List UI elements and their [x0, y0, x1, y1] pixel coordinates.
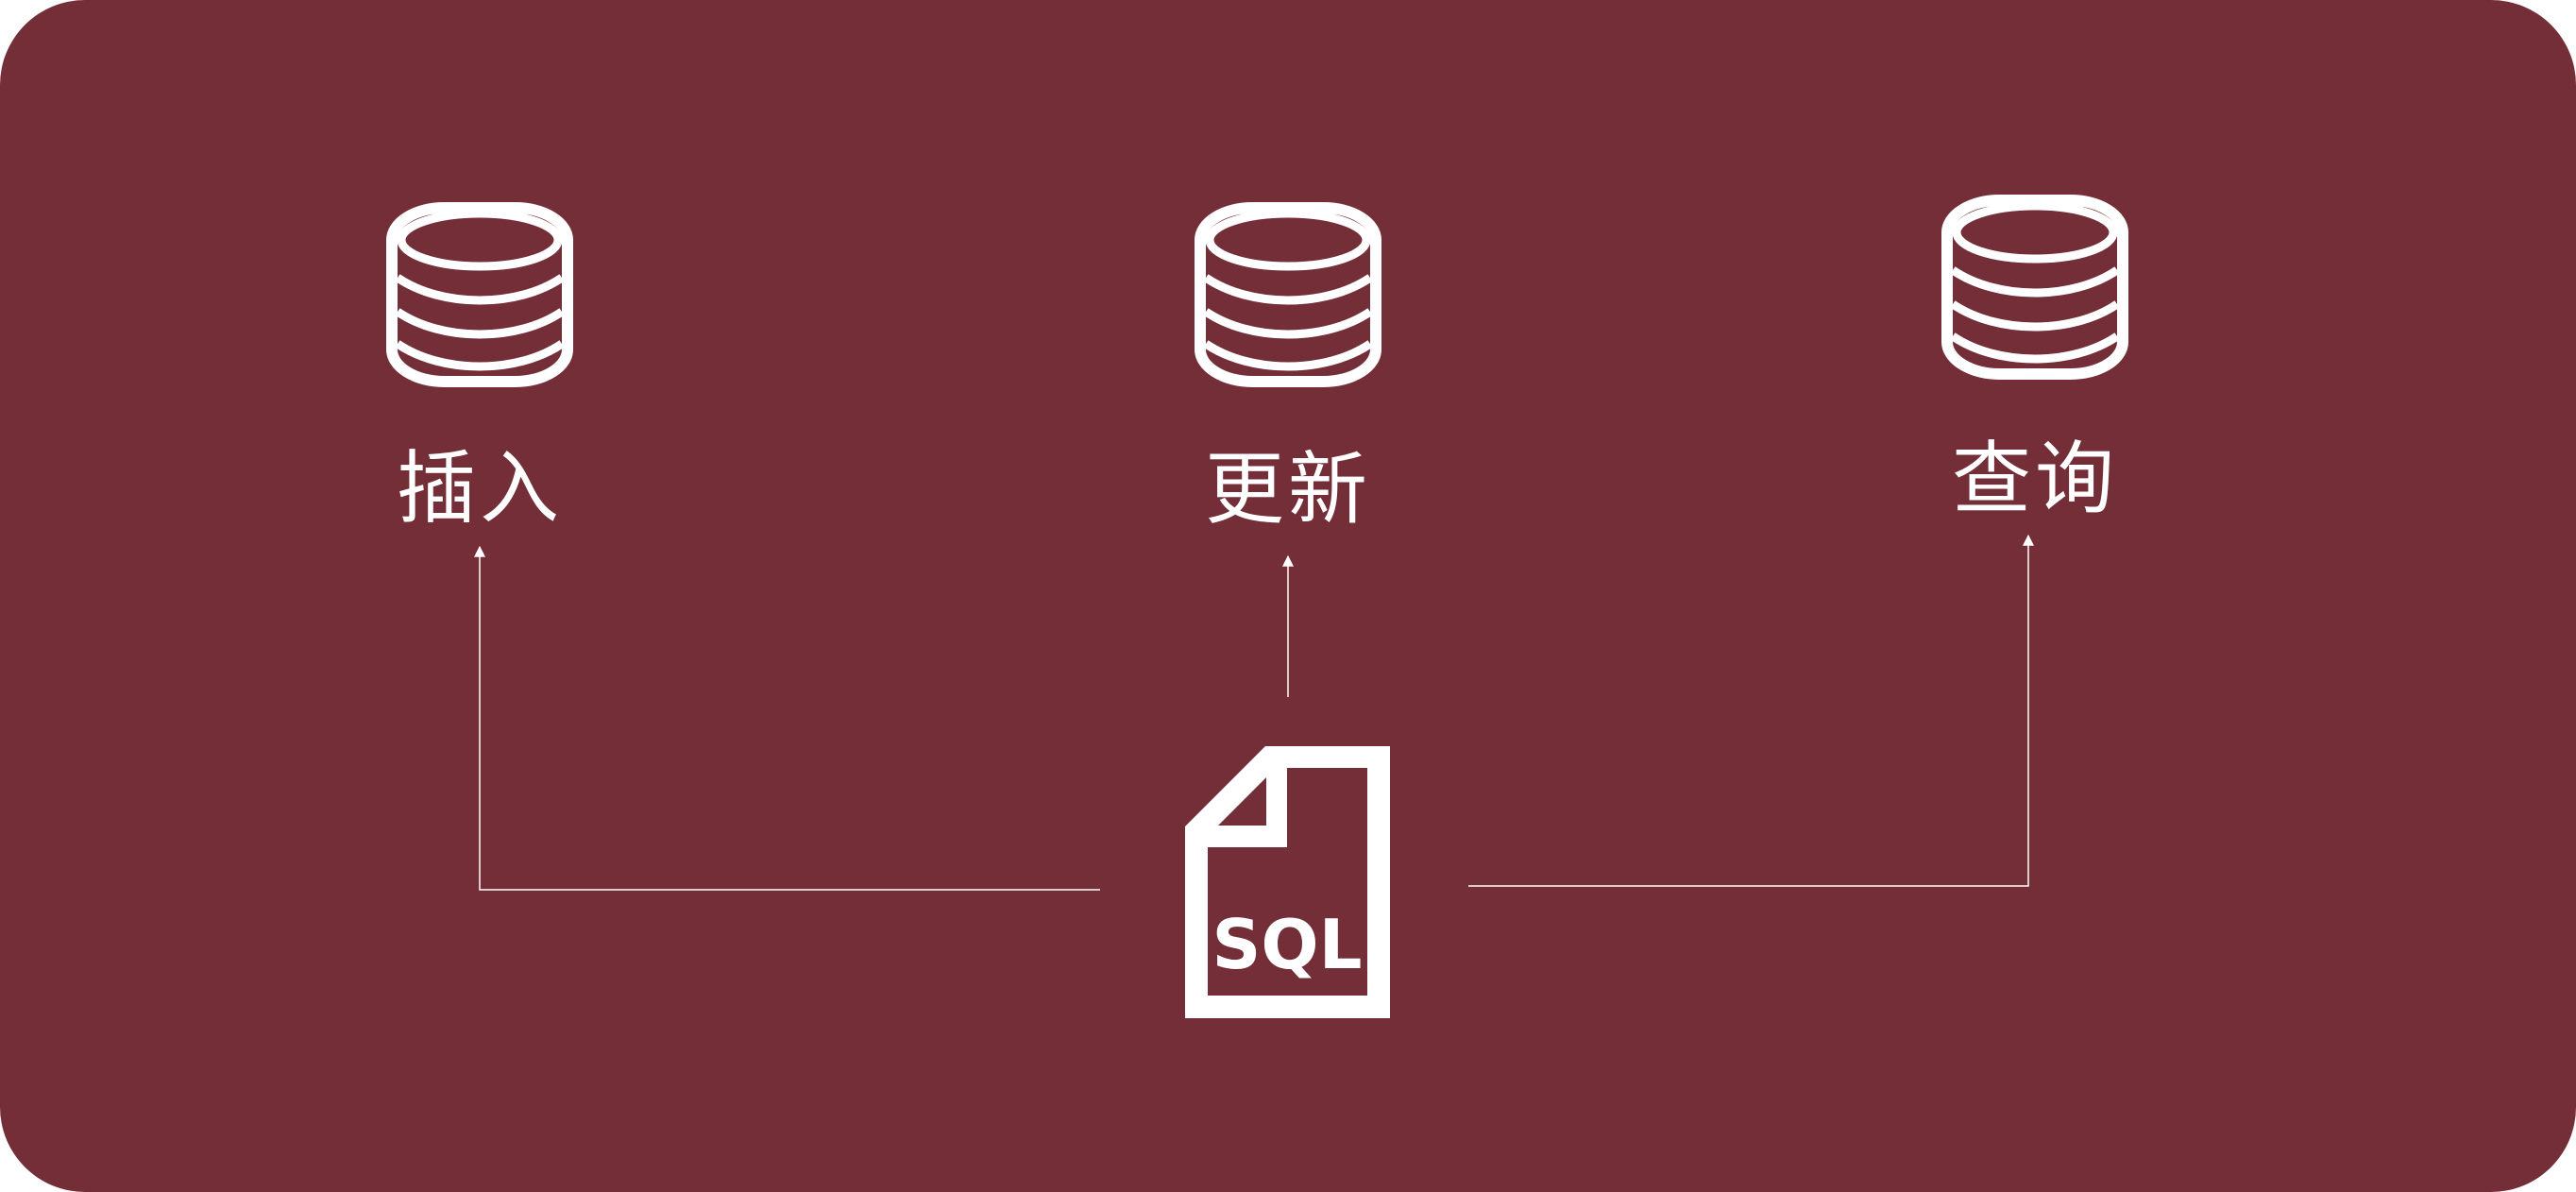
insert-label: 插入: [396, 442, 563, 535]
connector-to-insert: [474, 545, 1100, 891]
update-label: 更新: [1204, 443, 1371, 536]
sql-file-icon: SQL: [1185, 746, 1390, 1018]
connector-to-query: [1468, 534, 2034, 887]
sql-file-label: SQL: [1212, 905, 1363, 984]
database-icon: [1200, 208, 1376, 382]
query-label: 查询: [1951, 433, 2118, 525]
database-icon: [1947, 200, 2123, 374]
database-icon: [392, 208, 568, 382]
